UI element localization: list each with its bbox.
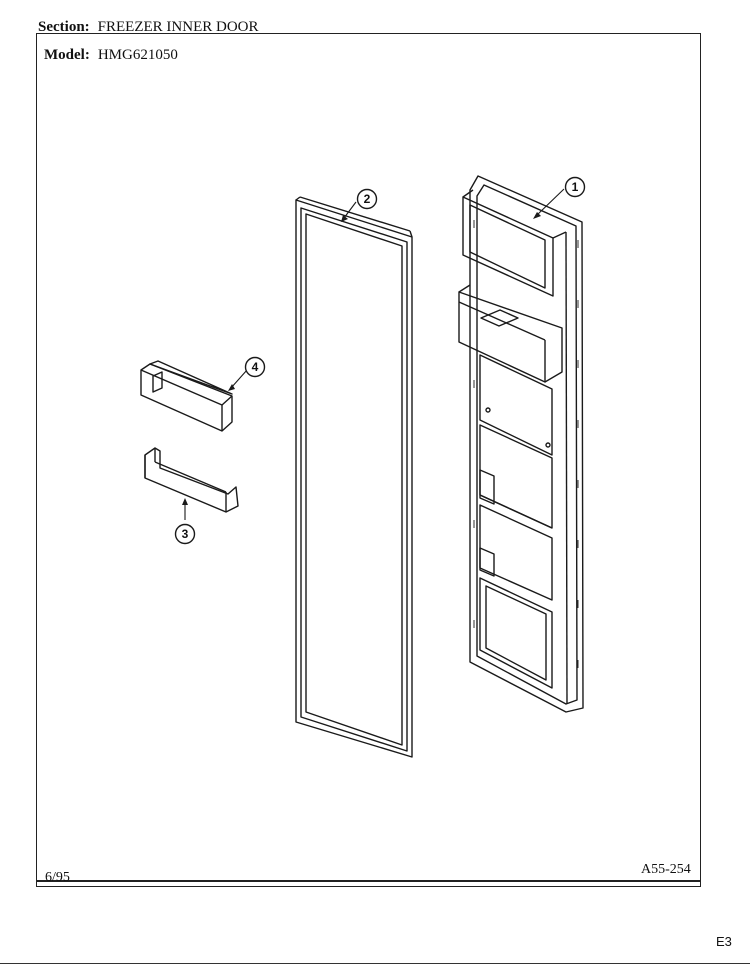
corner-mark: E3 [716,934,732,949]
section-value: FREEZER INNER DOOR [97,19,259,35]
shallow-door-bin [144,447,239,513]
callout-3: 3 [182,527,189,541]
inner-door-liner [458,175,584,713]
callout-4: 4 [252,360,259,374]
footer-code: A55-254 [641,862,691,877]
section-line: Section: FREEZER INNER DOOR [38,19,259,36]
door-gasket [295,196,413,758]
model-line: Model: HMG621050 [44,47,178,64]
callout-2: 2 [364,192,371,206]
footer-rule [36,880,700,882]
deep-door-bin [140,360,233,432]
bottom-rule [0,963,750,964]
section-label: Section: [38,19,90,35]
callout-1: 1 [572,180,579,194]
model-value: HMG621050 [97,47,178,63]
model-label: Model: [44,47,90,63]
footer-date: 6/95 [45,870,70,885]
diagram-frame [36,33,701,887]
